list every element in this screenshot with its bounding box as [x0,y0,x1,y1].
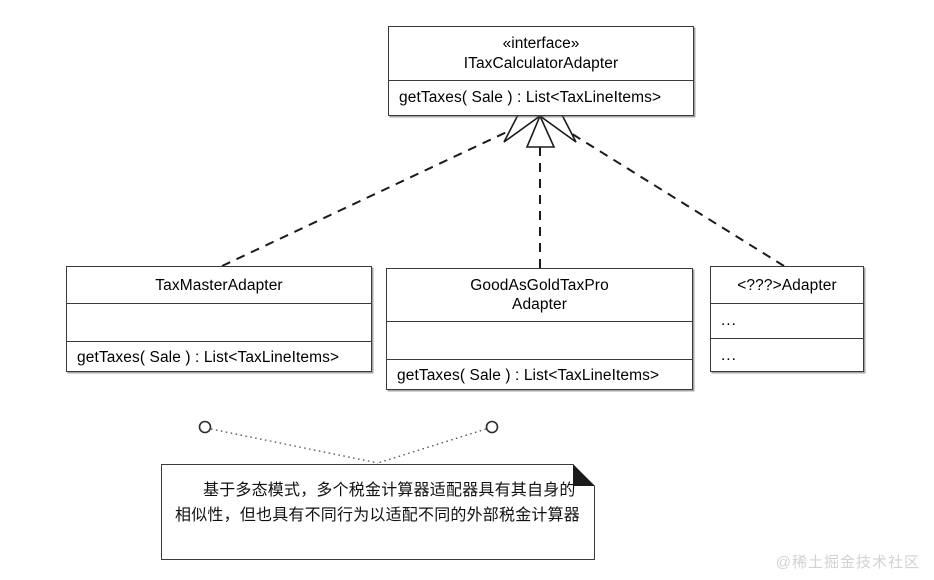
class-box-unknown-adapter[interactable]: <???>Adapter ... ... [710,266,864,372]
note-anchor-circle-left [198,420,212,434]
realization-line-taxmaster [221,121,529,267]
note-anchor-circle-right [485,420,499,434]
taxmasteradapter-operation-gettaxes: getTaxes( Sale ) : List<TaxLineItems> [77,348,340,366]
unknown-adapter-attributes-compartment: ... [711,303,863,338]
taxmasteradapter-attributes-compartment [67,303,371,341]
interface-operation-gettaxes: getTaxes( Sale ) : List<TaxLineItems> [399,88,662,106]
note-anchor-line-left [210,428,379,464]
goodasgoldtaxproadapter-operations-compartment: getTaxes( Sale ) : List<TaxLineItems> [387,359,692,391]
unknown-adapter-name-label: <???>Adapter [737,276,837,294]
realization-line-unknown [552,121,785,267]
class-box-taxmasteradapter[interactable]: TaxMasterAdapter getTaxes( Sale ) : List… [66,266,372,372]
watermark-label: @稀土掘金技术社区 [775,554,920,571]
taxmasteradapter-name-compartment: TaxMasterAdapter [67,267,371,303]
note-box[interactable]: 基于多态模式，多个税金计算器适配器具有其自身的相似性，但也具有不同行为以适配不同… [161,464,595,560]
interface-name-compartment: «interface» ITaxCalculatorAdapter [389,27,693,80]
hollow-triangle-arrowhead-right [537,112,577,143]
note-anchor-line-right [377,428,487,464]
goodasgoldtaxproadapter-attributes-compartment [387,321,692,359]
unknown-adapter-name-compartment: <???>Adapter [711,267,863,303]
unknown-adapter-attribute-ellipsis: ... [721,312,737,329]
taxmasteradapter-name-label: TaxMasterAdapter [155,276,283,294]
unknown-adapter-operations-compartment: ... [711,338,863,373]
goodasgoldtaxproadapter-name-compartment: GoodAsGoldTaxPro Adapter [387,269,692,321]
note-body [161,464,595,560]
goodasgoldtaxproadapter-name-line1: GoodAsGoldTaxPro [470,277,609,294]
goodasgoldtaxproadapter-operation-gettaxes: getTaxes( Sale ) : List<TaxLineItems> [397,366,660,384]
interface-operations-compartment: getTaxes( Sale ) : List<TaxLineItems> [389,80,693,114]
interface-box-itaxcalculatoradapter[interactable]: «interface» ITaxCalculatorAdapter getTax… [388,26,694,116]
class-box-goodasgoldtaxproadapter[interactable]: GoodAsGoldTaxPro Adapter getTaxes( Sale … [386,268,693,390]
hollow-triangle-arrowhead-left [503,112,543,143]
note-text: 基于多态模式，多个税金计算器适配器具有其自身的相似性，但也具有不同行为以适配不同… [175,482,581,524]
interface-name-label: ITaxCalculatorAdapter [463,55,619,72]
hollow-triangle-arrowhead-center [525,113,556,148]
unknown-adapter-operation-ellipsis: ... [721,347,737,364]
interface-stereotype-label: «interface» [502,35,580,52]
taxmasteradapter-operations-compartment: getTaxes( Sale ) : List<TaxLineItems> [67,341,371,373]
goodasgoldtaxproadapter-name-line2: Adapter [512,296,567,313]
